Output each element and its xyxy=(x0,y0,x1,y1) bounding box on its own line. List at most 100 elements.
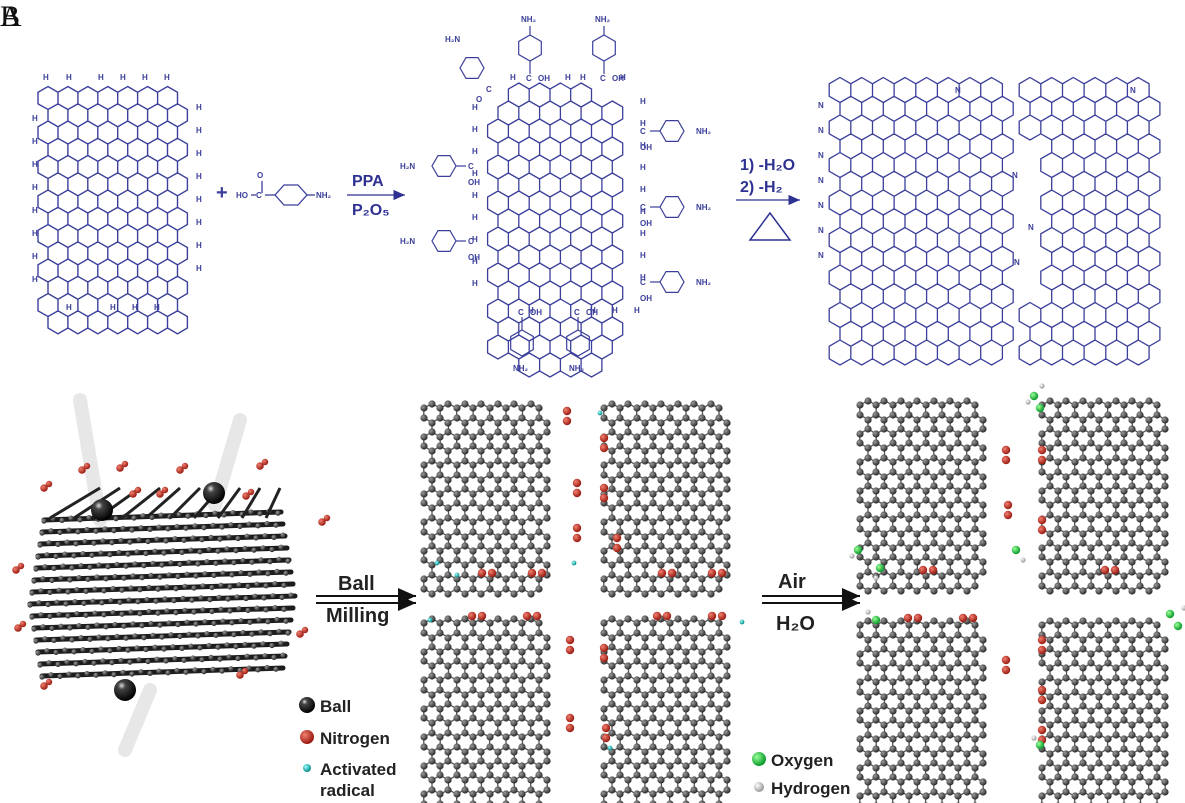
graphene-sheet-tl xyxy=(420,400,582,598)
plus-sign: + xyxy=(216,182,228,204)
reagent-c-label: C xyxy=(256,191,262,200)
edge-h-label: H xyxy=(196,264,202,273)
carbonyl-c-label: C xyxy=(468,162,474,171)
edge-h-label: H xyxy=(472,257,478,266)
nitrogen-n-label: N xyxy=(818,176,824,185)
oh-label: OH xyxy=(640,143,652,152)
reagent-o-label: O xyxy=(257,171,263,180)
carbonyl-c-label: C xyxy=(574,308,580,317)
legend-ball-label: Ball xyxy=(320,697,351,716)
carbonyl-c-label: C xyxy=(518,308,524,317)
milling-label: Milling xyxy=(326,605,389,627)
panel-b: Ball Milling Air H₂O Ball Nitrogen Activ… xyxy=(12,383,1185,803)
edge-h-label: H xyxy=(66,303,72,312)
nitrogen-n-label: N xyxy=(1130,86,1136,95)
nh2-label: NH₂ xyxy=(696,203,712,212)
carbonyl-c-label: C xyxy=(640,278,646,287)
oh-label: OH xyxy=(530,308,542,317)
edge-h-label: H xyxy=(32,252,38,261)
nitrogen-n-label: N xyxy=(955,86,961,95)
legend-right: Oxygen Hydrogen xyxy=(752,751,850,798)
oh-label: OH xyxy=(612,74,624,83)
oxidized-sheet-br xyxy=(1031,605,1185,803)
edge-h-label: H xyxy=(98,73,104,82)
nitrogen-n-label: N xyxy=(818,201,824,210)
ball-icon xyxy=(299,697,315,713)
oh-label: OH xyxy=(640,294,652,303)
air-label: Air xyxy=(778,571,806,593)
edge-h-label: H xyxy=(472,147,478,156)
edge-h-label: H xyxy=(472,213,478,222)
edge-h-label: H xyxy=(565,73,571,82)
nh2-label: NH₂ xyxy=(513,364,529,373)
carbonyl-c-label: C xyxy=(468,237,474,246)
edge-h-label: H xyxy=(620,73,626,82)
graphene-sheet-bl xyxy=(420,611,575,803)
edge-h-label: H xyxy=(472,191,478,200)
edge-h-label: H xyxy=(472,103,478,112)
edge-h-label: H xyxy=(640,207,646,216)
edge-h-label: H xyxy=(510,73,516,82)
edge-h-label: H xyxy=(32,160,38,169)
panel-b-label: B xyxy=(0,0,21,33)
aminobenzoic-acid: HO C O NH₂ xyxy=(236,171,332,206)
air-water-arrow: Air H₂O xyxy=(762,571,860,635)
nitrogen-n-label: N xyxy=(818,251,824,260)
edge-h-label: H xyxy=(132,303,138,312)
edge-h-label: H xyxy=(640,185,646,194)
arrow1-ppa-label: PPA xyxy=(352,173,384,190)
nitrogen-n-label: N xyxy=(818,126,824,135)
oxidized-sheet-tl xyxy=(849,397,1026,595)
reagent-ho-label: HO xyxy=(236,191,248,200)
h2n-label: H₂N xyxy=(400,162,415,171)
edge-h-label: H xyxy=(196,172,202,181)
edge-h-label: H xyxy=(640,251,646,260)
ball-icon xyxy=(114,679,136,701)
edge-h-label: H xyxy=(472,235,478,244)
legend-radical-label: radical xyxy=(320,781,375,800)
legend-oxygen-label: Oxygen xyxy=(771,751,833,770)
carbonyl-o-label: O xyxy=(476,95,482,104)
carbonyl-c-label: C xyxy=(640,203,646,212)
ball-milling-arrow: Ball Milling xyxy=(316,573,416,627)
edge-h-label: H xyxy=(612,306,618,315)
edge-h-label: H xyxy=(640,119,646,128)
reaction-arrow-1: PPA P₂O₅ xyxy=(347,173,405,219)
edge-h-label: H xyxy=(142,73,148,82)
oh-label: OH xyxy=(468,253,480,262)
arrow2-h2o-label: 1) -H₂O xyxy=(740,157,795,174)
activated-radical-icon xyxy=(303,764,311,772)
nh2-label: NH₂ xyxy=(521,15,537,24)
nitrogen-icon xyxy=(300,730,314,744)
nitrogen-n-label: N xyxy=(818,151,824,160)
milled-graphene-sheets xyxy=(420,400,745,803)
nitrogen-n-label: N xyxy=(1014,258,1020,267)
edge-h-label: H xyxy=(472,169,478,178)
edge-h-label: H xyxy=(640,97,646,106)
h2n-label: H₂N xyxy=(400,237,415,246)
carbonyl-c-label: C xyxy=(600,74,606,83)
reaction-arrow-2: 1) -H₂O 2) -H₂ xyxy=(736,157,800,241)
edge-h-label: H xyxy=(472,279,478,288)
nh2-label: NH₂ xyxy=(595,15,611,24)
ball-mill-graphite-stack xyxy=(12,393,331,757)
edge-h-label: H xyxy=(640,273,646,282)
nh2-label: NH₂ xyxy=(696,127,712,136)
oh-label: OH xyxy=(538,74,550,83)
edge-h-label: H xyxy=(164,73,170,82)
graphene-sheet-br xyxy=(599,611,745,803)
edge-h-label: H xyxy=(32,114,38,123)
edge-h-label: H xyxy=(196,103,202,112)
edge-h-label: H xyxy=(580,73,586,82)
edge-h-label: H xyxy=(32,229,38,238)
edge-h-label: H xyxy=(196,241,202,250)
ball-icon xyxy=(203,482,225,504)
oh-label: OH xyxy=(468,178,480,187)
edge-h-label: H xyxy=(154,303,160,312)
ball-icon xyxy=(91,499,113,521)
edge-h-label: H xyxy=(66,73,72,82)
carbonyl-c-label: C xyxy=(526,74,532,83)
